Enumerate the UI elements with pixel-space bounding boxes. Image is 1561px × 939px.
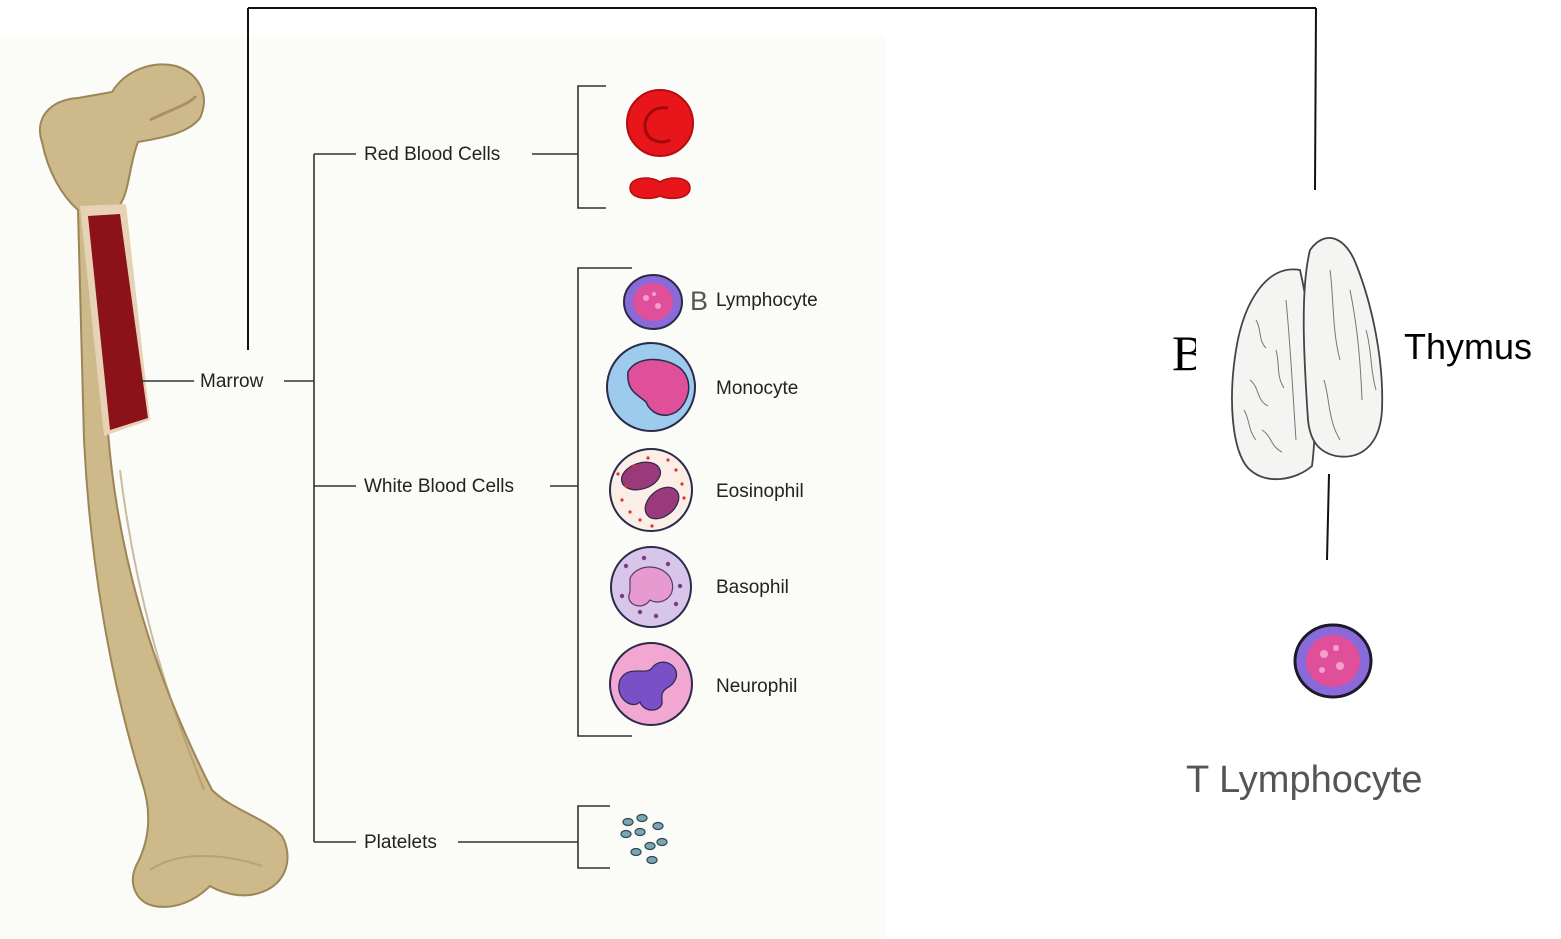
partial-b-glyph: B (1172, 328, 1196, 378)
monocyte-label: Monocyte (716, 379, 798, 398)
t-lymphocyte-cell (1295, 625, 1371, 697)
eosinophil-cell (610, 449, 692, 531)
red-blood-cell-side (630, 178, 690, 198)
basophil-cell (611, 547, 691, 627)
t-lymphocyte-label: T Lymphocyte (1186, 761, 1423, 799)
monocyte-cell (607, 343, 695, 431)
eosinophil-label: Eosinophil (716, 482, 804, 501)
femur-bone (40, 64, 288, 906)
platelets-cluster (621, 815, 667, 864)
basophil-label: Basophil (716, 578, 789, 597)
neurophil-cell (610, 643, 692, 725)
red-blood-cell-round (627, 90, 693, 156)
white-blood-cells-label: White Blood Cells (364, 477, 514, 496)
thymus-label: Thymus (1404, 329, 1532, 365)
red-blood-cells-label: Red Blood Cells (364, 145, 500, 164)
neurophil-label: Neurophil (716, 677, 797, 696)
thymus-organ (1232, 238, 1382, 479)
lymphocyte-label: Lymphocyte (716, 291, 818, 310)
marrow-label: Marrow (200, 372, 263, 391)
platelets-label: Platelets (364, 833, 437, 852)
b-lymphocyte-cell (624, 275, 682, 329)
b-letter-label: B (690, 288, 708, 315)
